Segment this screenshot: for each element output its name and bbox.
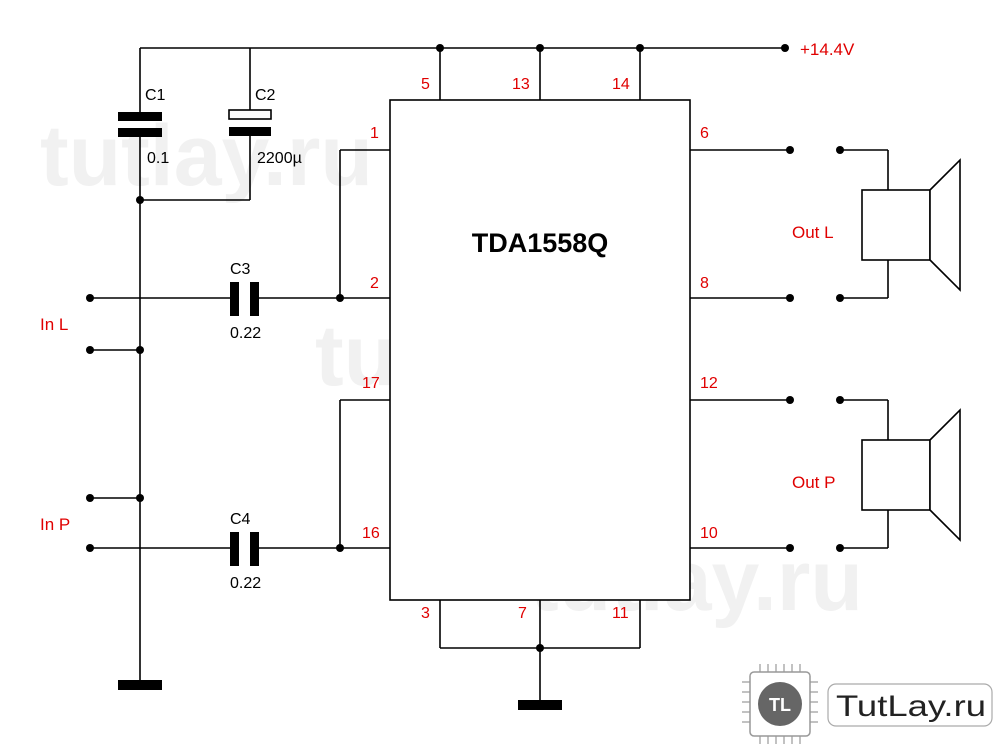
pin-11-number: 11 (612, 605, 629, 622)
supply-rail (140, 44, 789, 100)
brand-text: TutLay.ru (836, 690, 986, 723)
output-right-wiring (690, 396, 889, 552)
pin-16-number: 16 (362, 525, 380, 542)
pin-14-number: 14 (612, 76, 630, 93)
capacitor-c1 (118, 48, 162, 685)
ground-bus (439, 600, 641, 710)
speaker-right-icon (861, 408, 961, 542)
speaker-left-icon (861, 158, 961, 292)
pin-17-number: 17 (362, 375, 380, 392)
pin-10-number: 10 (700, 525, 718, 542)
input-right-wiring (86, 399, 390, 566)
input-left-label: In L (40, 315, 68, 334)
ic-body (389, 99, 691, 601)
c3-label: C3 (230, 261, 251, 278)
input-left-wiring (86, 149, 390, 354)
brand-frame (827, 683, 993, 727)
output-left-label: Out L (792, 223, 834, 242)
pin-12-number: 12 (700, 375, 718, 392)
pin-3-number: 3 (421, 605, 430, 622)
c4-value: 0.22 (230, 575, 261, 592)
input-right-label: In P (40, 515, 70, 534)
capacitor-c2 (136, 48, 272, 204)
ic-name: TDA1558Q (472, 228, 609, 258)
pin-8-number: 8 (700, 275, 709, 292)
pin-6-number: 6 (700, 125, 709, 142)
c2-label: C2 (255, 87, 276, 104)
watermark-text: tutlay.ru (40, 108, 373, 204)
pin-13-number: 13 (512, 76, 530, 93)
pin-2-number: 2 (370, 275, 379, 292)
c2-value: 2200µ (257, 150, 302, 167)
c3-value: 0.22 (230, 325, 261, 342)
supply-voltage-label: +14.4V (800, 40, 855, 59)
ground-symbol (118, 680, 162, 690)
brand-logo-letters: TL (769, 695, 791, 715)
c1-label: C1 (145, 87, 166, 104)
c4-label: C4 (230, 511, 251, 528)
pin-5-number: 5 (421, 76, 430, 93)
c1-value: 0.1 (147, 150, 169, 167)
output-right-label: Out P (792, 473, 835, 492)
output-left-wiring (690, 146, 889, 302)
chip-logo-icon: TL (742, 664, 818, 744)
pin-1-number: 1 (370, 125, 379, 142)
pin-7-number: 7 (518, 605, 527, 622)
